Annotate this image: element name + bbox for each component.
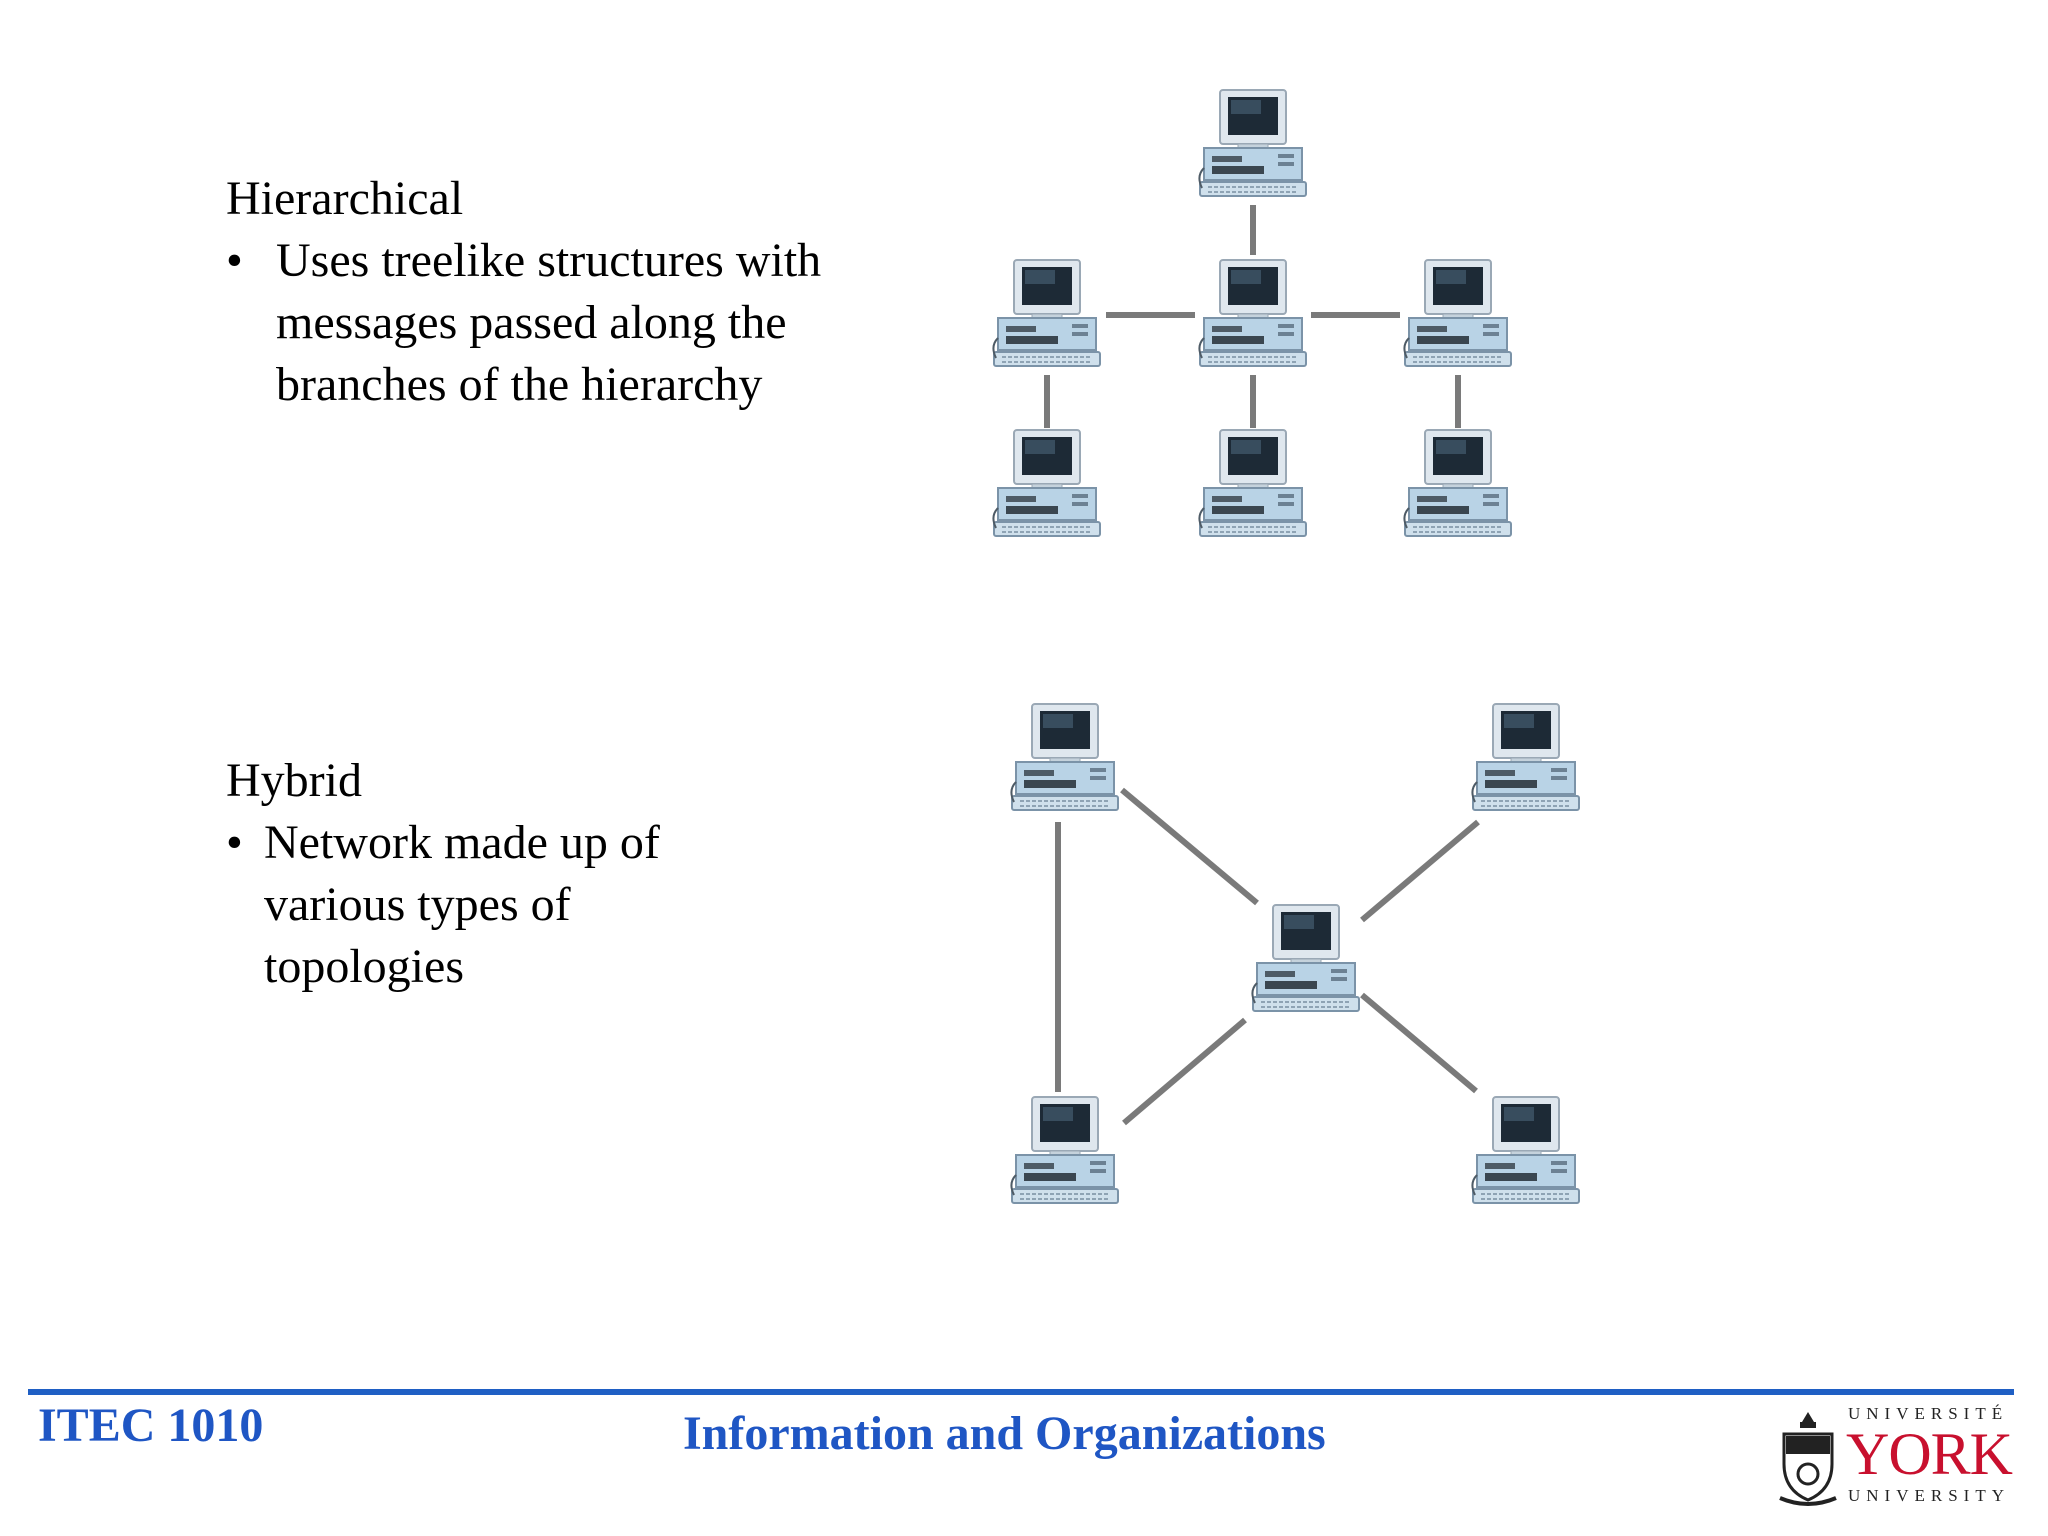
hierarchical-section: Hierarchical • Uses treelike structures … xyxy=(226,168,836,416)
hierarchical-links xyxy=(1044,205,1461,428)
hierarchical-nodes xyxy=(992,89,1512,537)
link xyxy=(1360,992,1478,1094)
link xyxy=(1122,1017,1247,1126)
hybrid-description: Network made up of various types of topo… xyxy=(264,816,660,993)
bullet-marker: • xyxy=(226,234,243,287)
hierarchical-description: Uses treelike structures with messages p… xyxy=(276,234,822,411)
desktop-computer-icon xyxy=(1471,703,1580,811)
hybrid-nodes xyxy=(1010,703,1580,1204)
desktop-computer-icon xyxy=(1251,904,1360,1012)
hybrid-section: Hybrid • Network made up of various type… xyxy=(226,750,724,998)
hierarchical-bullets: • Uses treelike structures with messages… xyxy=(226,230,836,416)
desktop-computer-icon xyxy=(1198,259,1307,367)
course-title: Information and Organizations xyxy=(683,1407,1326,1460)
desktop-computer-icon xyxy=(1198,89,1307,197)
desktop-computer-icon xyxy=(1010,703,1119,811)
logo-york-text: YORK xyxy=(1846,1421,2013,1487)
desktop-computer-icon xyxy=(1010,1096,1119,1204)
hybrid-bullet-item: • Network made up of various types of to… xyxy=(226,812,724,998)
course-code: ITEC 1010 xyxy=(38,1399,264,1452)
hierarchical-heading: Hierarchical xyxy=(226,172,464,225)
bullet-marker: • xyxy=(226,816,243,869)
hierarchical-bullet-item: • Uses treelike structures with messages… xyxy=(226,230,836,416)
desktop-computer-icon xyxy=(1403,429,1512,537)
hybrid-links xyxy=(1055,787,1480,1126)
hybrid-bullets: • Network made up of various types of to… xyxy=(226,812,724,998)
hybrid-heading: Hybrid xyxy=(226,754,362,807)
desktop-computer-icon xyxy=(992,429,1101,537)
desktop-computer-icon xyxy=(1403,259,1512,367)
link xyxy=(1120,787,1259,906)
link xyxy=(1360,819,1480,923)
desktop-computer-icon xyxy=(992,259,1101,367)
logo-university-text: UNIVERSITY xyxy=(1848,1486,2010,1505)
desktop-computer-icon xyxy=(1198,429,1307,537)
footer-divider xyxy=(28,1389,2014,1395)
york-university-logo: UNIVERSITÉ YORK UNIVERSITY xyxy=(1776,1404,2016,1514)
york-crest-icon xyxy=(1779,1412,1837,1506)
desktop-computer-icon xyxy=(1471,1096,1580,1204)
logo-universite-text: UNIVERSITÉ xyxy=(1848,1404,2009,1423)
